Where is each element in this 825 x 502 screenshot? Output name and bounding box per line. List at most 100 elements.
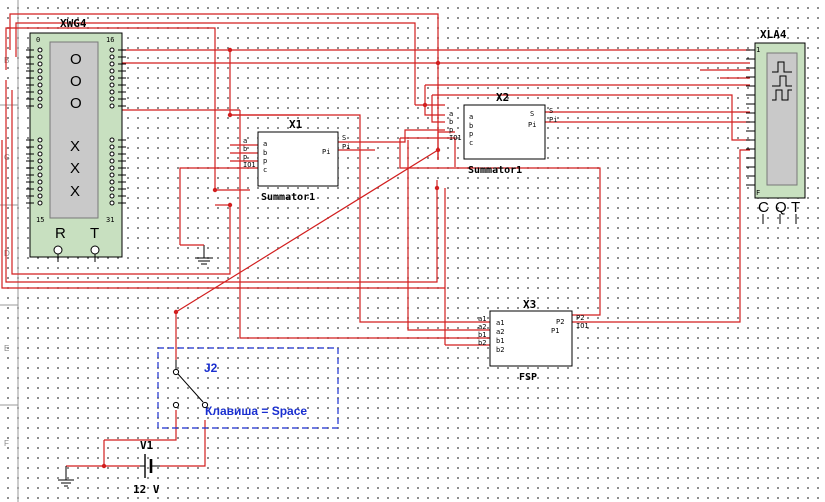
xwg4-left-pin-dot-8	[37, 103, 43, 109]
x2-inner-pi: Pi	[528, 121, 536, 129]
xla4-terminal-q: Q	[775, 199, 787, 216]
xwg4-left-pin-dot-14	[37, 172, 43, 178]
xwg4-right-pin-dot-10	[109, 144, 115, 150]
xwg4-left-pin-dot-2	[37, 61, 43, 67]
j2-key-label: Клавиша = Space	[205, 404, 307, 418]
xwg4-right-pin-dot-9	[109, 137, 115, 143]
xwg4-left-pin-dot-13	[37, 165, 43, 171]
xwg4-display	[49, 41, 99, 219]
xwg4-left-pin-dot-16	[37, 186, 43, 192]
v1-value: 12 V	[133, 483, 160, 496]
xwg4-right-pin-dot-13	[109, 165, 115, 171]
x1-pin-p: p	[243, 153, 247, 161]
xwg4-display-x-3: X	[70, 183, 80, 200]
v1-ref: V1	[140, 439, 154, 452]
x3-inner-p1: P1	[551, 327, 559, 335]
xla4-terminal-t: T	[791, 199, 800, 216]
wires	[1, 13, 750, 469]
xwg4-left-pin-dot-18	[37, 200, 43, 206]
x2-pin-p: p	[449, 126, 453, 134]
x1-body	[257, 131, 339, 187]
xla4-pin-last: F	[756, 189, 760, 197]
x3-ref: X3	[523, 298, 536, 311]
x1-inner-pi: Pi	[322, 148, 330, 156]
xwg4-left-pin-dot-0	[37, 47, 43, 53]
xwg4-terminal-r-label: R	[55, 225, 66, 242]
x2-pin-b: b	[449, 118, 453, 126]
xwg4-terminal-t[interactable]	[90, 245, 100, 255]
x3-pin-b2: b2	[478, 339, 486, 347]
xwg4-left-pin-dot-17	[37, 193, 43, 199]
xwg4-pins	[26, 47, 126, 206]
x3-pin-b1: b1	[478, 331, 486, 339]
ruler-label-c: C	[4, 153, 10, 162]
x1-inner-p: p	[263, 157, 267, 165]
xwg4-terminal-t-label: T	[90, 225, 99, 242]
xwg4-pin-bottom-left: 15	[36, 216, 44, 224]
xwg4-left-pin-dot-4	[37, 75, 43, 81]
x1-name: Summator1	[261, 192, 315, 203]
j2-contact-bottom-icon	[172, 401, 180, 409]
xwg4-terminal-r[interactable]	[53, 245, 63, 255]
block-x3[interactable]: X3 a1 a2 b1 b2 a1 a2 b1 b2 P2 IO1 P2 P1 …	[478, 298, 589, 383]
xwg4-right-pin-dot-7	[109, 96, 115, 102]
x1-inner-c: c	[263, 166, 267, 174]
word-generator-xwg4[interactable]: XWG4 0 16 15 31 O O O X X X R T	[26, 17, 126, 262]
xwg4-label: XWG4	[60, 17, 87, 30]
j2-ref: J2	[204, 361, 218, 375]
x2-inner-s: S	[530, 110, 534, 118]
logic-analyzer-xla4[interactable]: XLA4 1 F C Q T	[746, 28, 806, 224]
xwg4-right-pin-dot-6	[109, 89, 115, 95]
xwg4-left-pin-dot-5	[37, 82, 43, 88]
ruler-label-e: E	[4, 344, 9, 353]
xwg4-right-pin-dot-14	[109, 172, 115, 178]
xwg4-left-pin-dot-7	[37, 96, 43, 102]
xwg4-display-o-2: O	[70, 73, 82, 90]
x3-pin-a1: a1	[478, 315, 486, 323]
switch-j2[interactable]: J2 Клавиша = Space	[157, 347, 339, 429]
block-x1[interactable]: X1 a b p IO1 a b p c S Pi Pi Summator1	[243, 118, 350, 203]
xwg4-right-pin-dot-0	[109, 47, 115, 53]
xla4-pins	[746, 49, 755, 186]
x2-ref: X2	[496, 91, 509, 104]
xwg4-left-pin-dot-9	[37, 137, 43, 143]
block-x2[interactable]: X2 a b p IO1 a b p c S Pi S Pi Summator1	[449, 91, 557, 176]
xwg4-right-pin-dot-12	[109, 158, 115, 164]
x3-inner-p2: P2	[556, 318, 564, 326]
xwg4-pin-top-right: 16	[106, 36, 114, 44]
xwg4-display-x-1: X	[70, 138, 80, 155]
battery-v1[interactable]: V1 12 V	[133, 439, 160, 496]
xwg4-right-pin-dot-16	[109, 186, 115, 192]
j2-lever-icon	[177, 373, 204, 403]
ruler-label-b: B	[4, 56, 9, 65]
xwg4-right-pin-dot-17	[109, 193, 115, 199]
ruler-label-d: D	[4, 249, 10, 258]
left-ruler: B C D E F	[0, 0, 19, 502]
j2-dashed-frame	[157, 347, 339, 429]
xwg4-left-pin-dot-6	[37, 89, 43, 95]
x2-inner-b: b	[469, 122, 473, 130]
xwg4-display-o-1: O	[70, 51, 82, 68]
xwg4-right-pin-dot-1	[109, 54, 115, 60]
xwg4-left-pin-dot-3	[37, 68, 43, 74]
xwg4-left-pin-dot-11	[37, 151, 43, 157]
x3-inner-b1: b1	[496, 337, 504, 345]
xwg4-right-pin-dot-11	[109, 151, 115, 157]
xwg4-right-pin-dot-2	[109, 61, 115, 67]
x1-inner-a: a	[263, 140, 267, 148]
xwg4-display-o-3: O	[70, 95, 82, 112]
xwg4-left-pin-dot-10	[37, 144, 43, 150]
xla4-pin-first: 1	[756, 46, 760, 54]
x1-ref: X1	[289, 118, 303, 131]
x1-pin-pi: Pi	[342, 143, 350, 151]
x2-pin-io1: IO1	[449, 134, 462, 142]
xwg4-right-pin-dot-8	[109, 103, 115, 109]
xwg4-left-pin-dot-15	[37, 179, 43, 185]
xwg4-right-pin-dot-5	[109, 82, 115, 88]
x1-inner-b: b	[263, 149, 267, 157]
xwg4-right-pin-dot-18	[109, 200, 115, 206]
xwg4-right-pin-dot-3	[109, 68, 115, 74]
xla4-display	[766, 52, 798, 186]
x1-pin-s: S	[342, 134, 346, 142]
